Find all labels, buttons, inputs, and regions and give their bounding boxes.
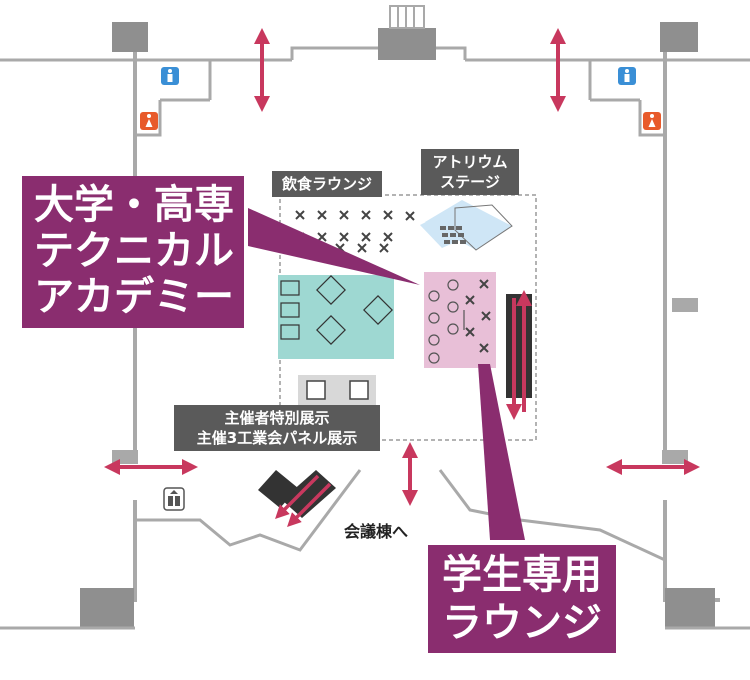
table-glyph bbox=[383, 210, 393, 220]
escalator-exhibition bbox=[258, 470, 336, 527]
right-wall bbox=[438, 22, 750, 630]
table-glyph bbox=[481, 311, 491, 321]
elevator-icon bbox=[163, 487, 185, 511]
table-glyph bbox=[379, 243, 389, 253]
table-glyph bbox=[405, 211, 415, 221]
female-restroom-icon bbox=[643, 112, 661, 130]
table-glyph bbox=[383, 232, 393, 242]
male-restroom-icon bbox=[161, 67, 179, 85]
table-glyph bbox=[295, 210, 305, 220]
table-glyph bbox=[479, 343, 489, 353]
dining-lounge-label: 飲食ラウンジ bbox=[272, 171, 383, 197]
exhibition-label: 主催者特別展示 主催3工業会パネル展示 bbox=[174, 405, 380, 451]
table-glyph bbox=[339, 232, 349, 242]
table-glyph bbox=[317, 232, 327, 242]
event-area-outline bbox=[279, 194, 537, 441]
table-glyph bbox=[465, 295, 475, 305]
table-glyph bbox=[339, 210, 349, 220]
escalator-right bbox=[506, 290, 532, 420]
grey-table-area bbox=[298, 375, 376, 407]
female-restroom-icon bbox=[140, 112, 158, 130]
table-glyph bbox=[317, 210, 327, 220]
table-glyph bbox=[361, 232, 371, 242]
table-glyph bbox=[479, 279, 489, 289]
atrium-stage-label: アトリウム ステージ bbox=[421, 149, 519, 195]
academy-zone bbox=[278, 275, 394, 359]
table-glyph bbox=[465, 327, 475, 337]
academy-label: 大学・高専 テクニカル アカデミー bbox=[22, 176, 244, 328]
top-wall bbox=[0, 5, 750, 62]
table-glyph bbox=[357, 243, 367, 253]
direction-arrows bbox=[104, 28, 700, 506]
male-restroom-icon bbox=[618, 67, 636, 85]
atrium-stage-zone bbox=[420, 200, 513, 251]
conference-label: 会議棟へ bbox=[344, 522, 409, 541]
table-glyph bbox=[361, 210, 371, 220]
student-lounge-zone bbox=[424, 272, 496, 368]
callout-pointers bbox=[248, 208, 525, 540]
student-lounge-label: 学生専用 ラウンジ bbox=[428, 545, 616, 653]
